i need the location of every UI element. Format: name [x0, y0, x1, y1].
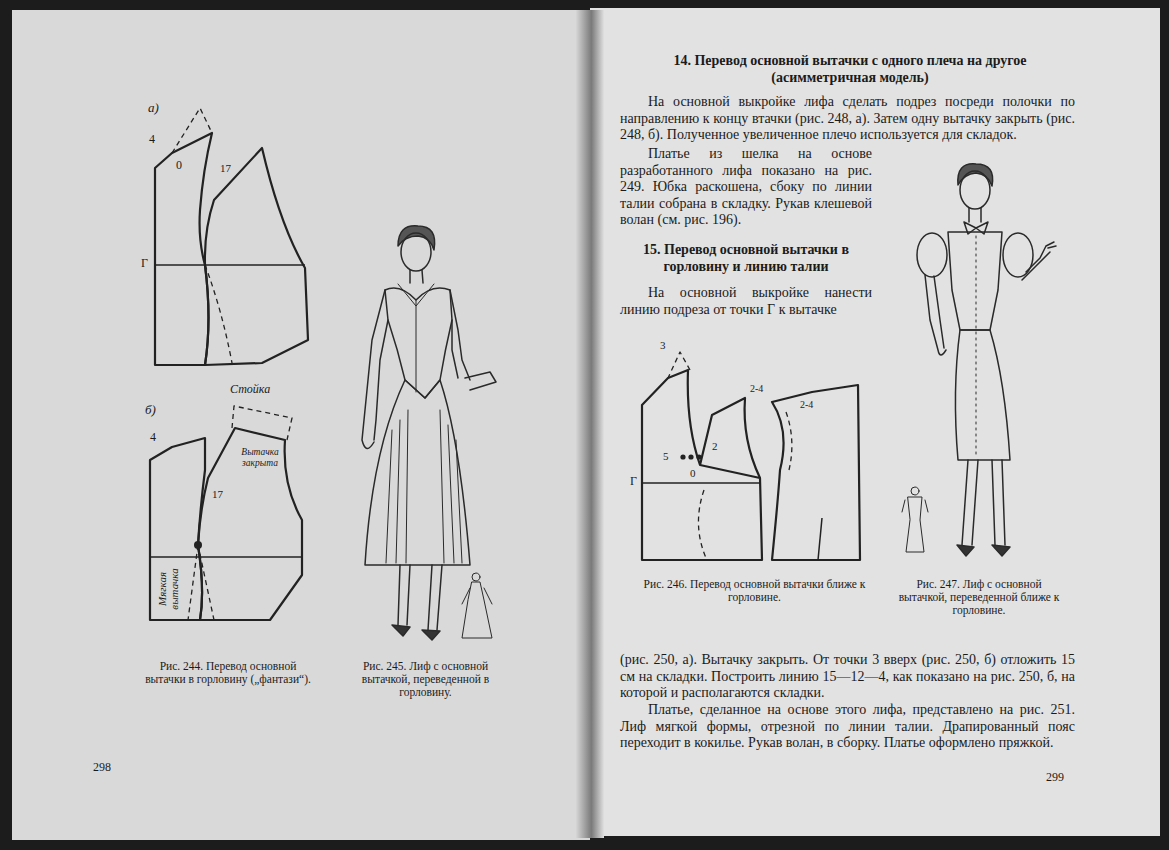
pattern-piece	[205, 148, 308, 365]
chest-line	[150, 556, 302, 558]
book-pages	[12, 8, 1160, 840]
part-label: Вытачка закрыта	[238, 447, 282, 469]
dress-figure	[902, 164, 1056, 556]
point-number: 2-4	[750, 383, 763, 395]
section-heading: 14. Перевод основной вытачки с одного пл…	[630, 52, 1070, 86]
arm	[925, 275, 946, 355]
pattern-piece	[198, 428, 302, 620]
pattern-246	[642, 352, 860, 560]
skirt	[955, 330, 1010, 460]
dart-line	[668, 352, 690, 378]
part-label: Мягкая вытачка	[156, 566, 180, 612]
point-number: 17	[212, 488, 223, 501]
neck	[969, 208, 981, 222]
point-number: 0	[176, 158, 182, 172]
book-spine	[576, 10, 604, 838]
shoes	[957, 545, 1010, 556]
shoes	[392, 625, 440, 640]
dart-line	[188, 545, 214, 620]
point-number: 17	[220, 162, 231, 175]
figure-letter: а)	[148, 100, 159, 115]
dress-figure	[362, 226, 496, 640]
point-number: 3	[660, 339, 666, 352]
body-text: Платье из шелка на основе разработанного…	[620, 146, 872, 229]
page-number: 298	[93, 760, 111, 774]
collar-line	[232, 406, 292, 440]
sleeve	[917, 233, 947, 277]
point-number: 2	[712, 440, 718, 453]
point-number: 4	[150, 430, 156, 444]
arm	[362, 290, 388, 449]
pattern-piece	[772, 385, 860, 560]
point-number: 5	[663, 450, 669, 463]
hair	[958, 164, 993, 186]
thumbnail-head	[472, 573, 480, 581]
thumbnail-figure	[462, 582, 492, 638]
figure-caption: Рис. 247. Лиф с основной вытачкой, перев…	[893, 578, 1065, 617]
dart-point	[194, 541, 202, 549]
skirt	[365, 380, 470, 565]
dot	[696, 454, 701, 459]
cut-line	[698, 490, 706, 558]
body-text: (рис. 250, а). Вытачку закрыть. От точки…	[620, 652, 1075, 702]
pattern-a	[155, 108, 308, 365]
chest-line	[155, 264, 305, 266]
section-heading: 15. Перевод основной вытачки в горловину…	[620, 241, 872, 275]
point-number: 4	[149, 132, 155, 146]
buttons	[976, 236, 977, 455]
body-text: Платье, сделанное на основе этого лифа, …	[620, 702, 1075, 752]
point-letter: Г	[630, 474, 637, 488]
pattern-piece	[155, 133, 212, 365]
thumbnail-figure	[902, 497, 928, 552]
point-letter: Г	[141, 256, 148, 270]
figure-caption: Рис. 246. Перевод основной вытачки ближе…	[632, 578, 877, 604]
dart-line	[786, 412, 792, 470]
pleats	[386, 410, 462, 563]
dart-line	[818, 518, 822, 560]
hair	[398, 226, 435, 250]
neck	[410, 270, 423, 283]
pattern-piece	[150, 438, 205, 620]
dart-piece	[700, 398, 760, 478]
part-label: Стойка	[230, 382, 270, 396]
bodice	[948, 232, 1002, 330]
collar	[398, 284, 434, 392]
head	[960, 171, 990, 209]
head	[401, 233, 431, 271]
body-text: На основной выкройке нанести линию подре…	[620, 285, 872, 318]
pattern-piece	[642, 370, 762, 560]
figure-caption: Рис. 245. Лиф с основной вытачкой, перев…	[338, 660, 513, 699]
figure-caption: Рис. 244. Перевод основной вытачки в гор…	[138, 660, 318, 686]
chest-line	[642, 482, 760, 484]
dart-line	[205, 265, 232, 363]
arm	[1022, 242, 1056, 280]
figure-letter: б)	[145, 402, 156, 417]
pattern-b	[150, 406, 302, 620]
body-text: На основной выкройке лифа сделать подрез…	[620, 94, 1075, 144]
arm	[450, 290, 496, 390]
left-page	[12, 10, 590, 840]
bodice	[385, 288, 452, 398]
point-number: 0	[690, 467, 696, 480]
thumbnail-head	[911, 487, 919, 495]
dot	[680, 454, 685, 459]
legs	[962, 460, 1005, 545]
legs	[398, 565, 442, 630]
dart-line	[172, 108, 212, 153]
point-number: 2-4	[800, 399, 813, 411]
dot	[688, 454, 693, 459]
right-page	[590, 8, 1160, 836]
page-number: 299	[1046, 770, 1064, 784]
